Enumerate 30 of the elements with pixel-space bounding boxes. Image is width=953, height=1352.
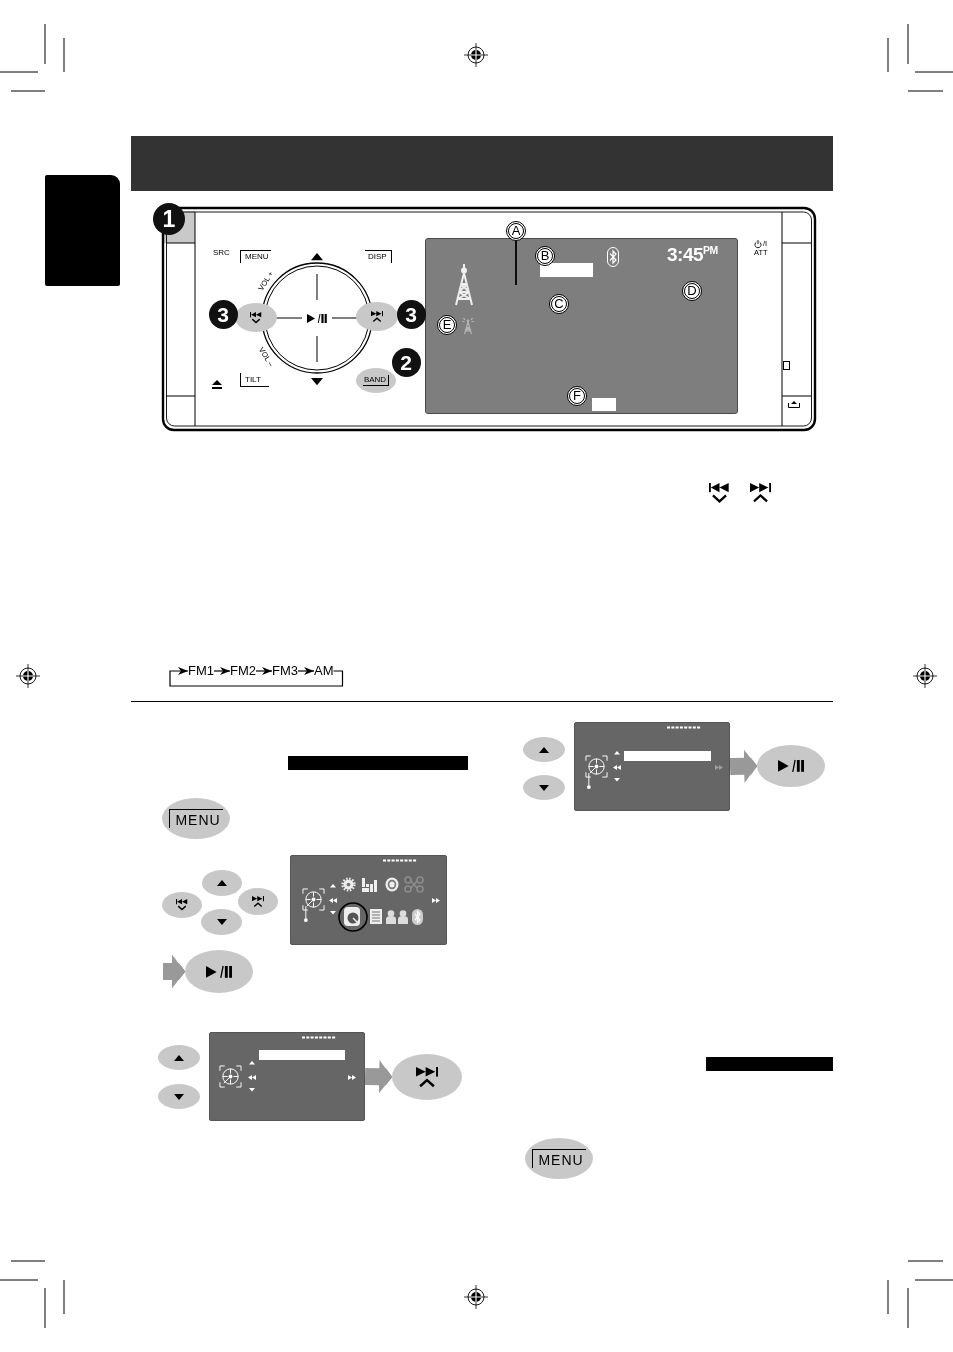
menu-screen (209, 1032, 365, 1121)
key-label: SRC (213, 249, 230, 257)
key-label: TILT (240, 373, 269, 387)
block-arrow (163, 954, 185, 989)
arrow (297, 667, 315, 675)
band-step: FM2 (230, 664, 256, 678)
arrow (169, 667, 344, 687)
band-step: FM3 (272, 664, 298, 678)
time-text: 3:45$^{PM}$ (667, 245, 718, 264)
callout-number: 1 (153, 203, 185, 235)
menu-button: MENU (162, 798, 230, 839)
key-label: DISP (365, 250, 392, 263)
callout-number: 3 (208, 299, 238, 329)
band-step: FM1 (188, 664, 214, 678)
menu-button: MENU (525, 1138, 593, 1179)
band-button: BAND (356, 368, 396, 393)
arrow (213, 667, 231, 675)
callout-number: 2 (391, 347, 421, 377)
menu-screen (574, 722, 730, 811)
heading-bar (706, 1057, 833, 1071)
heading-bar (288, 756, 468, 770)
leader-line (515, 240, 517, 286)
band-step: AM (314, 664, 334, 678)
arrow (255, 667, 273, 675)
callout-number: 3 (396, 299, 426, 329)
block-arrow (729, 749, 758, 784)
callout-letter: A (506, 221, 526, 241)
side-tab (45, 175, 120, 286)
key-label: MENU (240, 250, 271, 263)
block-arrow (364, 1059, 393, 1094)
